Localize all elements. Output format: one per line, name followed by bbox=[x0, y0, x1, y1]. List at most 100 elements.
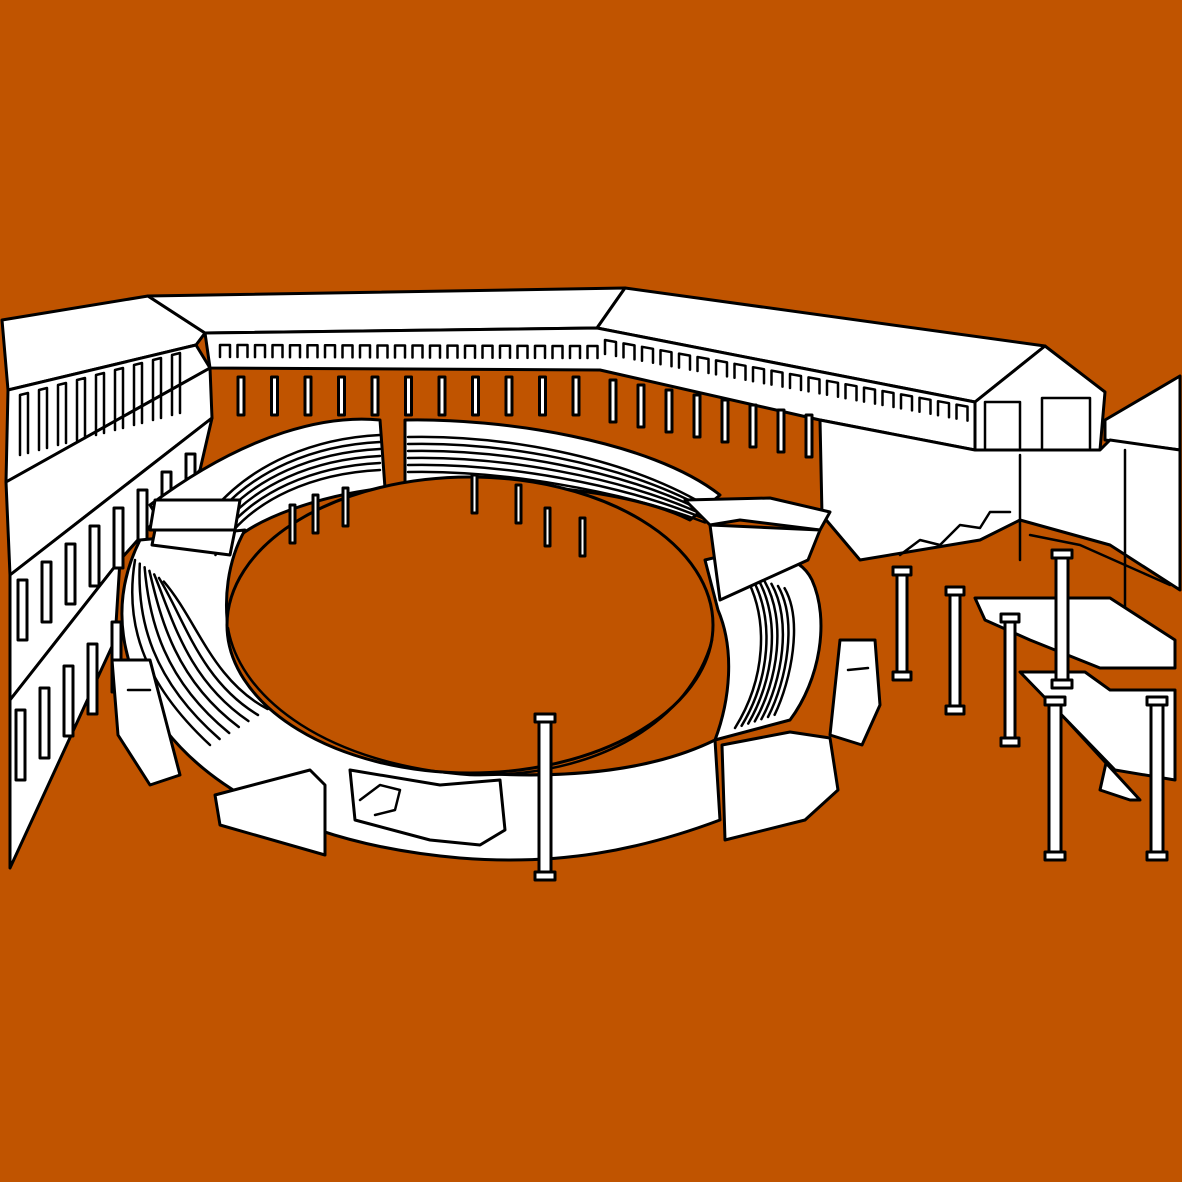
standing-column bbox=[1145, 695, 1169, 862]
seat-row bbox=[138, 562, 221, 741]
amphitheatre-seating bbox=[120, 417, 823, 862]
battlement bbox=[218, 343, 232, 359]
battlement bbox=[236, 343, 249, 359]
column bbox=[337, 375, 346, 417]
pillar bbox=[151, 356, 163, 422]
arena-column bbox=[470, 473, 479, 515]
battlement bbox=[659, 348, 673, 368]
arena-columns bbox=[288, 473, 587, 558]
column bbox=[404, 375, 413, 417]
battlement bbox=[807, 376, 821, 395]
battlement bbox=[640, 345, 655, 365]
standing-column bbox=[891, 565, 913, 682]
seat-row bbox=[406, 435, 707, 507]
column-shaft bbox=[1047, 703, 1063, 854]
seat-row bbox=[152, 573, 250, 723]
standing-column bbox=[1050, 548, 1074, 690]
column bbox=[471, 375, 480, 417]
column bbox=[571, 375, 581, 417]
battlement bbox=[677, 352, 692, 371]
column-shaft bbox=[1003, 620, 1017, 740]
battlement bbox=[341, 344, 354, 359]
column bbox=[664, 388, 674, 434]
column bbox=[270, 375, 279, 417]
pillar bbox=[113, 366, 125, 432]
pillar bbox=[64, 542, 77, 606]
arena-column bbox=[543, 506, 552, 548]
column-shaft bbox=[1054, 556, 1070, 682]
pillar bbox=[75, 376, 87, 442]
battlement bbox=[306, 344, 319, 359]
column bbox=[538, 375, 547, 417]
battlement bbox=[288, 343, 302, 359]
standing-columns bbox=[533, 548, 1169, 882]
column-base bbox=[944, 704, 966, 716]
left-colonnade-pillars bbox=[14, 351, 197, 782]
arena-column bbox=[578, 516, 587, 558]
battlement bbox=[271, 343, 284, 359]
pillar bbox=[86, 642, 99, 716]
column-base bbox=[891, 670, 913, 682]
battlement bbox=[862, 386, 877, 405]
seat-row bbox=[733, 573, 763, 730]
seat-row bbox=[406, 442, 707, 510]
battlement bbox=[733, 362, 747, 382]
column bbox=[720, 398, 730, 444]
battlement bbox=[770, 369, 784, 388]
pillar bbox=[88, 524, 101, 588]
pillar bbox=[40, 560, 53, 624]
column bbox=[636, 383, 646, 429]
arena-column bbox=[288, 503, 297, 545]
pillar bbox=[56, 381, 68, 447]
pillar bbox=[14, 708, 27, 782]
pillar bbox=[132, 361, 144, 427]
seat-row bbox=[148, 569, 241, 729]
battlement bbox=[714, 359, 729, 378]
column bbox=[608, 378, 618, 424]
seat-row bbox=[130, 558, 212, 747]
battlement bbox=[955, 403, 969, 422]
pillar bbox=[170, 351, 182, 417]
battlement bbox=[393, 344, 407, 359]
battlement bbox=[376, 344, 389, 359]
seat-row bbox=[162, 580, 269, 711]
column-shaft bbox=[948, 593, 962, 708]
arena-column bbox=[341, 486, 350, 528]
column-shaft bbox=[1149, 703, 1165, 854]
pillar bbox=[94, 371, 106, 437]
seat-row bbox=[406, 449, 707, 514]
seat-row bbox=[740, 575, 768, 728]
column bbox=[236, 375, 246, 417]
seat-row bbox=[406, 470, 707, 524]
column bbox=[748, 403, 758, 449]
battlement bbox=[568, 344, 582, 360]
column-base bbox=[999, 736, 1021, 748]
column-base bbox=[1043, 850, 1067, 862]
battlement bbox=[936, 399, 951, 419]
column bbox=[370, 375, 380, 417]
column bbox=[303, 375, 313, 417]
pillar bbox=[112, 506, 125, 570]
battlement bbox=[516, 344, 529, 360]
arena-column bbox=[514, 483, 523, 525]
battlement bbox=[446, 344, 459, 359]
battlement bbox=[463, 344, 477, 359]
battlement bbox=[358, 344, 372, 359]
arena-column bbox=[311, 493, 320, 535]
battlement bbox=[881, 389, 895, 409]
upper-battlements bbox=[218, 338, 969, 422]
pillar bbox=[37, 386, 49, 452]
upper-colonnade-roof bbox=[146, 286, 1047, 459]
pillar bbox=[62, 664, 75, 738]
battlement bbox=[844, 382, 858, 402]
battlement bbox=[253, 343, 267, 359]
column bbox=[776, 408, 786, 454]
upper-colonnade-columns bbox=[236, 375, 814, 459]
column bbox=[504, 375, 514, 417]
column-base bbox=[1145, 850, 1169, 862]
battlement bbox=[825, 379, 840, 399]
battlement bbox=[899, 393, 914, 412]
battlement bbox=[428, 344, 442, 359]
